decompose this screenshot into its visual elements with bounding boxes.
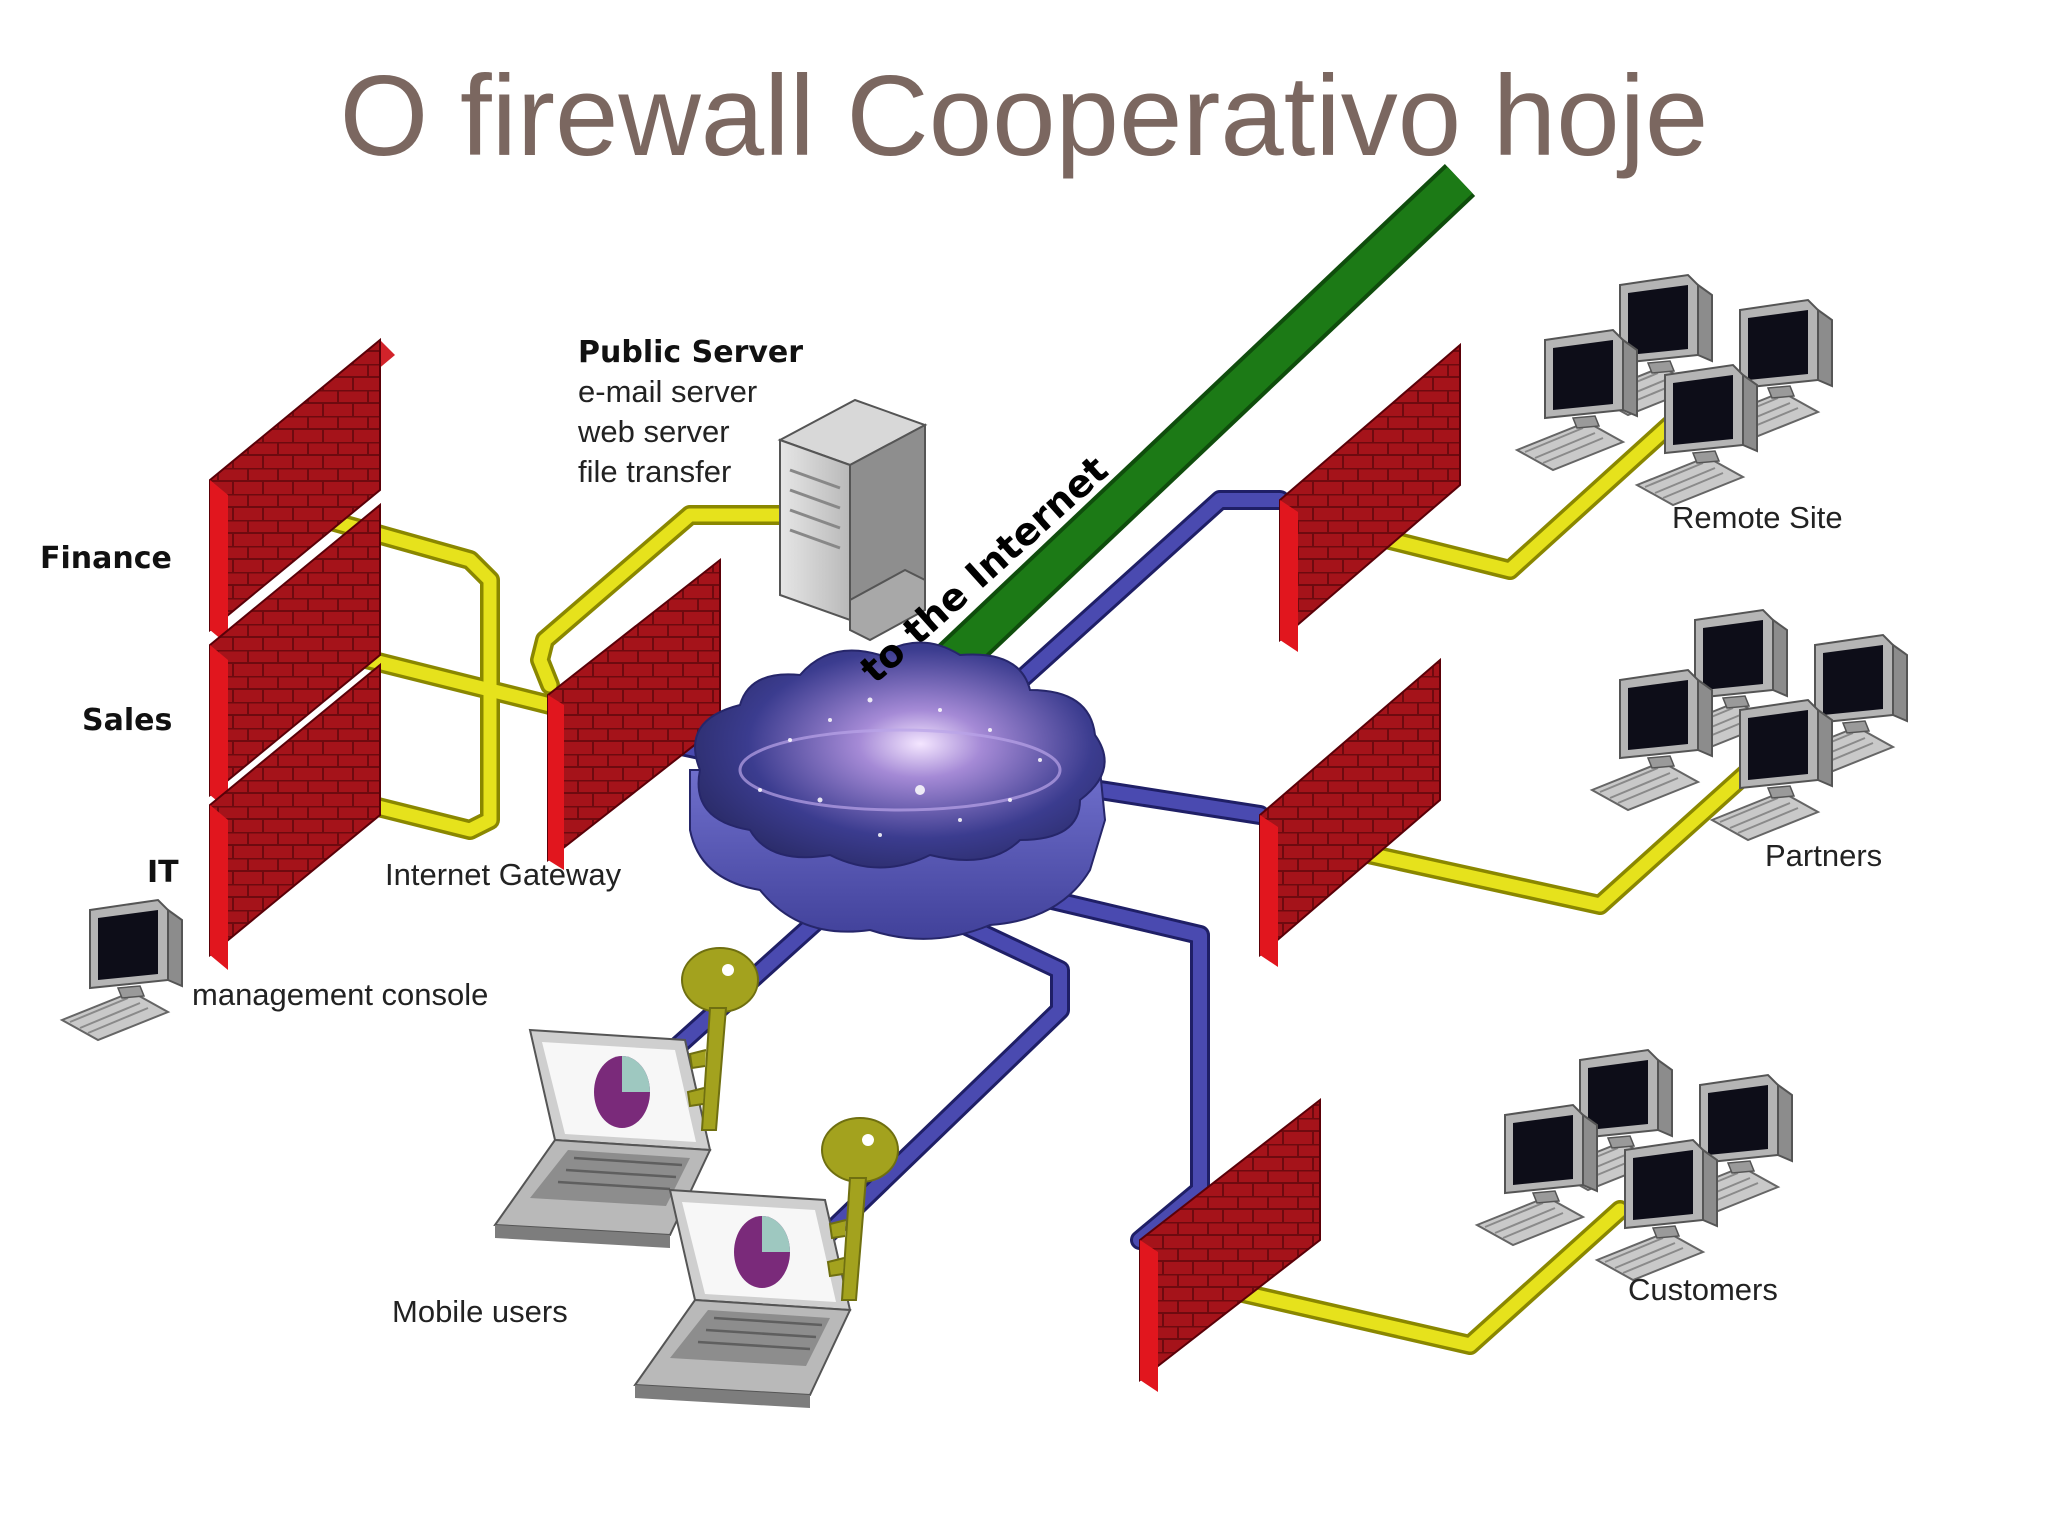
firewall-finance [209, 337, 395, 645]
public-server-item: web server [577, 414, 730, 449]
firewall-remote-site [1279, 342, 1461, 652]
finance-label: Finance [40, 541, 172, 576]
internet-pipe [874, 164, 1476, 736]
partners-computers [1591, 609, 1908, 841]
public-server-heading: Public Server [578, 335, 803, 370]
public-server-item: e-mail server [578, 374, 757, 409]
internet-gateway-label: Internet Gateway [385, 857, 622, 892]
remote-site-label: Remote Site [1672, 500, 1843, 535]
firewall-sales [209, 502, 381, 810]
partners-label: Partners [1765, 838, 1882, 873]
public-server-item: file transfer [578, 454, 731, 489]
key-icon [821, 1117, 899, 1301]
page-title: O firewall Cooperativo hoje [340, 53, 1709, 180]
customers-label: Customers [1628, 1272, 1778, 1307]
remote-site-computers [1516, 274, 1833, 506]
firewall-partners [1259, 657, 1441, 967]
firewall-customers [1139, 1097, 1321, 1392]
desktop-computer-icon [1516, 329, 1638, 471]
lan-pipes [300, 415, 1760, 1355]
management-console-computer [61, 899, 183, 1041]
desktop-computer-icon [61, 899, 183, 1041]
cloud-icon [689, 641, 1107, 940]
management-console-label: management console [192, 977, 488, 1012]
sales-label: Sales [82, 703, 172, 738]
desktop-computer-icon [1476, 1104, 1598, 1246]
mobile-users-label: Mobile users [392, 1294, 568, 1329]
server-icon [777, 398, 928, 642]
it-label: IT [147, 855, 179, 890]
desktop-computer-icon [1591, 669, 1713, 811]
firewall-it [209, 662, 381, 970]
customers-computers [1476, 1049, 1793, 1281]
